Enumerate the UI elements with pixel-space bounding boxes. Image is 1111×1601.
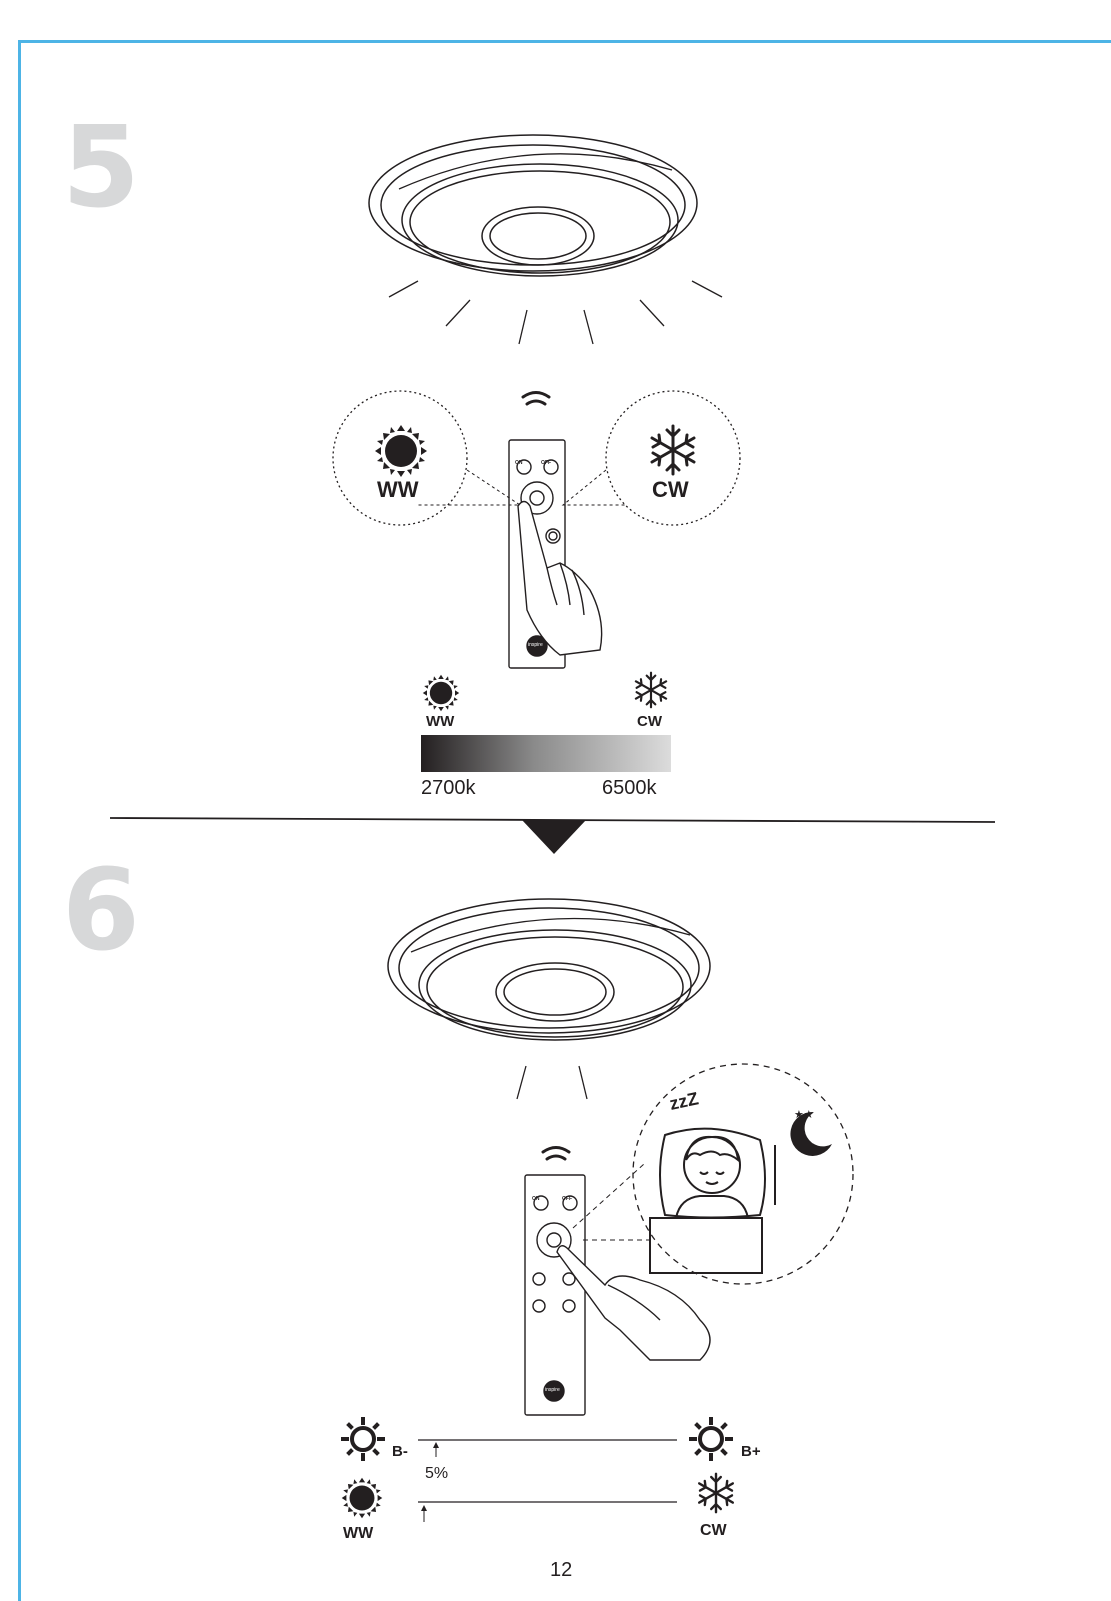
color-temperature-bar [421,735,671,772]
scale-warm-label: WW [426,713,455,730]
cool-snowflake-icon [698,1472,734,1514]
scale-sun-icon [422,674,460,712]
sun-icon [375,425,427,477]
signal-icon-step6 [541,1146,571,1161]
next-step-arrow [522,820,586,854]
brightness-max-icon [689,1417,733,1461]
signal-icon [521,391,551,406]
warm-sun-icon [341,1477,383,1519]
moon-icon [790,1111,832,1156]
step-number-6: 6 [62,846,140,976]
cool-white-bubble [561,390,741,526]
remote-on-button[interactable]: ON [515,460,523,466]
scale-snowflake-icon [634,671,668,709]
scale-max-temperature: 6500k [602,777,657,799]
remote-brand-logo-step6: inspire [545,1387,560,1393]
night-mode-bubble: ★★ [572,1063,854,1285]
scale-min-temperature: 2700k [421,777,476,799]
page-number: 12 [550,1559,573,1581]
brightness-max-label: B+ [741,1443,761,1460]
step-number-5: 5 [62,103,140,233]
zzz-label: zzZ [668,1088,701,1114]
warm-white-label: WW [377,477,419,502]
light-rays-step6 [516,1065,588,1100]
remote-control-step6 [524,1174,711,1416]
snowflake-icon [650,424,696,476]
remote-off-button-step6[interactable]: OFF [562,1196,572,1202]
brightness-min-icon [341,1417,385,1461]
page-frame [18,40,1111,1601]
warm-white-label-step6: WW [343,1525,374,1542]
sleeping-person-icon [649,1127,776,1274]
cool-white-label-step6: CW [700,1522,727,1539]
remote-off-button[interactable]: OFF [541,460,551,466]
min-brightness-level: 5% [425,1465,449,1482]
scale-cool-label: CW [637,713,662,730]
remote-control-step5 [508,439,603,669]
remote-brand-logo: inspire [528,642,543,648]
star-icon: ★★ [794,1109,814,1121]
brightness-min-label: B- [392,1443,408,1460]
remote-on-button-step6[interactable]: ON [532,1196,540,1202]
warm-white-bubble [332,390,522,526]
cool-white-label: CW [652,477,689,502]
light-rays-step5 [388,280,723,345]
ceiling-lamp-step5 [368,134,698,277]
ceiling-lamp-step6 [387,898,711,1041]
